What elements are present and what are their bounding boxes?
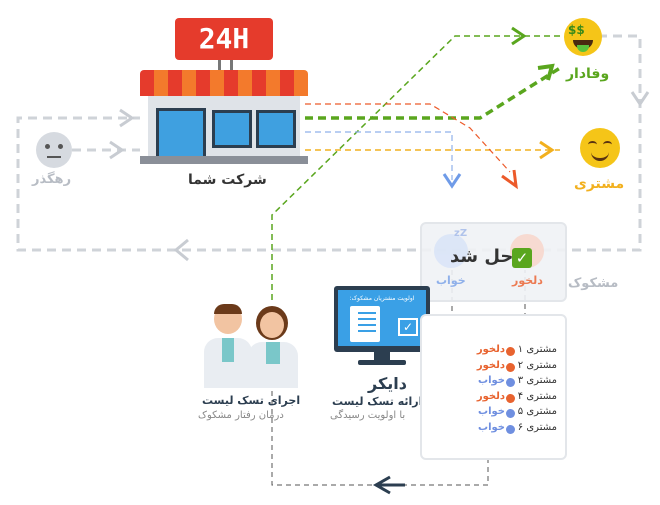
- doctors-caption: درمان رفتار مشکوک: [198, 410, 284, 421]
- customer-label: مشتری: [574, 176, 625, 192]
- store-label: شرکت شما: [188, 172, 267, 188]
- store-sign-text: 24H: [198, 22, 250, 55]
- resolved-sleep: خواب: [436, 274, 466, 287]
- list-item-name: مشتری ۲: [517, 359, 557, 371]
- list-item-status: دلخور: [476, 344, 505, 355]
- monitor-title: دایکر: [368, 374, 407, 393]
- passerby-label: رهگذر: [32, 172, 72, 187]
- list-item: مشتری ۶ خواب: [422, 422, 565, 437]
- store-icon: 24H: [140, 18, 308, 164]
- list-item: مشتری ۳ خواب: [422, 375, 565, 390]
- sleeping-face-icon: [506, 378, 515, 387]
- list-item-status: خواب: [478, 406, 505, 417]
- angry-face-icon: [506, 362, 515, 372]
- list-item-status: خواب: [478, 421, 505, 433]
- sleeping-face-icon: [506, 424, 515, 434]
- smiling-face-icon: [580, 128, 620, 168]
- resolved-churn: دلخور: [512, 274, 543, 287]
- list-item-name: مشتری ۵: [517, 406, 557, 417]
- doctors-title: اجرای تسک لیست: [202, 394, 301, 407]
- list-item-name: مشتری ۳: [517, 375, 557, 386]
- doctors-icon: [198, 304, 298, 390]
- list-item: مشتری ۴ دلخور: [422, 391, 565, 406]
- list-item-status: خواب: [478, 375, 505, 386]
- suspicious-label: مشکوک: [568, 276, 619, 291]
- resolved-title: حل شد: [450, 246, 514, 267]
- angry-face-icon: [506, 393, 515, 403]
- loyal-label: وفادار: [566, 66, 610, 82]
- list-item-name: مشتری ۴: [517, 390, 557, 402]
- sleeping-face-icon: zZ: [434, 228, 468, 268]
- checkmark-icon: ✓: [512, 248, 532, 268]
- store-awning: [140, 70, 308, 96]
- list-item-name: مشتری ۶: [517, 421, 557, 433]
- monitor-caption: با اولویت رسیدگی: [330, 410, 406, 421]
- neutral-face-icon: [36, 132, 72, 168]
- store-sign: 24H: [175, 18, 273, 60]
- list-item-status: دلخور: [476, 390, 505, 402]
- monitor-subtitle: ارائه تسک لیست: [332, 395, 423, 408]
- list-item: مشتری ۵ خواب: [422, 406, 565, 421]
- money-face-icon: $$: [564, 18, 602, 56]
- list-item-name: مشتری ۱: [517, 344, 557, 355]
- list-item: مشتری ۲ دلخور: [422, 360, 565, 375]
- monitor-header: اولویت مشتریان مشکوک:: [349, 295, 415, 302]
- list-item: مشتری ۱ دلخور: [422, 344, 565, 359]
- angry-face-icon: [506, 347, 515, 356]
- monitor-icon: اولویت مشتریان مشکوک: ✓: [334, 286, 430, 368]
- list-item-status: دلخور: [476, 359, 505, 371]
- sleeping-face-icon: [506, 409, 515, 418]
- resolved-box: zZ ✓ حل شد خواب دلخور: [420, 222, 567, 302]
